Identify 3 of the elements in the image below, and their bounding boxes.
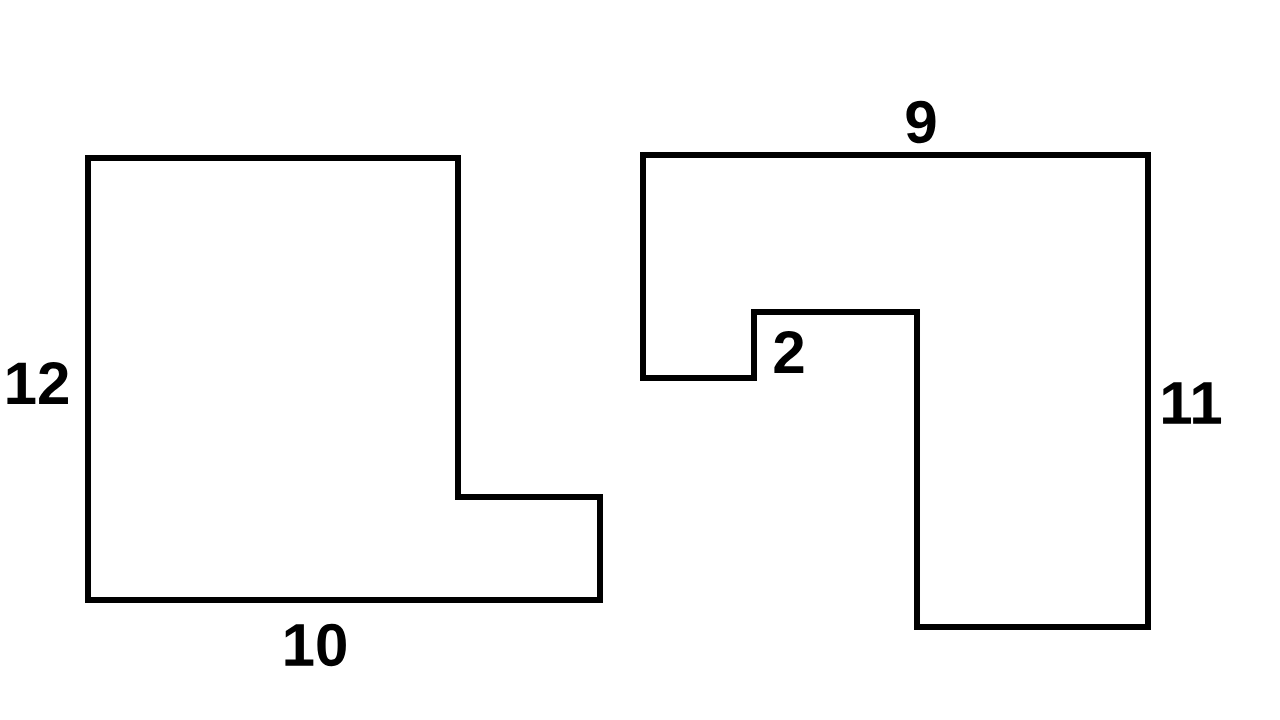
polygon-outline <box>640 152 1151 630</box>
dimension-label: 2 <box>774 331 804 373</box>
polygon-outline <box>85 155 603 603</box>
